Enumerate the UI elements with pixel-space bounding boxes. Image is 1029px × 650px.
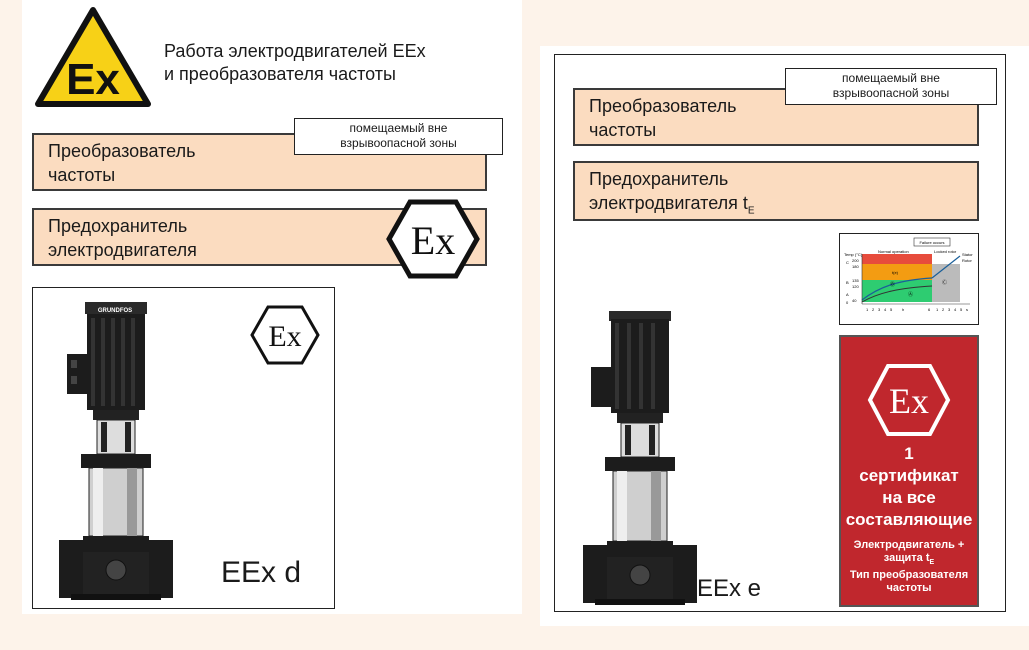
converter-right-line1: Преобразователь (589, 96, 737, 116)
pump-brand: GRUNDFOS (98, 308, 132, 314)
graph-ylabel: Temp (°C) (844, 252, 863, 257)
fuse-box-right: Предохранитель электродвигателя tE (573, 161, 979, 221)
svg-text:s: s (966, 307, 968, 312)
ex-warning-icon: Ex (34, 6, 152, 110)
svg-text:Ⓑ: Ⓑ (890, 281, 895, 288)
pump-image: GRUNDFOS (57, 298, 177, 602)
graph-normal-label: Normal operation (878, 249, 909, 254)
left-panel: Ex Работа электродвигателей EEx и преобр… (22, 0, 522, 614)
graph-failure-label: Failure occurs (919, 240, 944, 245)
outside-zone-tag-right: помещаемый вне взрывоопасной зоны (785, 68, 997, 105)
tag-line1: помещаемый вне (349, 121, 448, 135)
svg-text:3: 3 (948, 307, 951, 312)
svg-text:4: 4 (884, 307, 887, 312)
fuse-right-line1: Предохранитель (589, 169, 729, 189)
svg-text:t(e): t(e) (892, 270, 899, 275)
temperature-graph: Temp (°C) Failure occurs Normal operatio… (839, 233, 979, 325)
ex-hexagon-label: Ex (411, 218, 455, 263)
svg-text:4: 4 (954, 307, 957, 312)
cert-small1: Электродвигатель + (853, 539, 965, 551)
cert-line1: 1 (904, 444, 914, 463)
svg-text:5: 5 (890, 307, 893, 312)
outside-zone-tag: помещаемый вне взрывоопасной зоны (294, 118, 503, 155)
ex-hexagon-small-icon: Ex (249, 304, 321, 366)
cert-small2: защита tE (883, 552, 935, 567)
svg-text:1: 1 (866, 307, 869, 312)
svg-text:135: 135 (852, 278, 859, 283)
svg-text:6: 6 (928, 307, 931, 312)
pump-type-label-right: EEx e (697, 575, 762, 602)
svg-text:120: 120 (852, 284, 859, 289)
svg-text:Ⓒ: Ⓒ (942, 279, 947, 286)
svg-text:200: 200 (852, 258, 859, 263)
graph-locked-label: Locked rotor (934, 249, 957, 254)
graph-x-ticks: 1 2 3 4 5 h 6 1 2 3 4 5 s (866, 307, 968, 312)
cert-small3: Тип преобразователя (849, 569, 969, 582)
svg-text:180: 180 (852, 264, 859, 269)
converter-label-line2: частоты (48, 165, 116, 185)
svg-text:1: 1 (936, 307, 939, 312)
svg-text:40: 40 (852, 298, 857, 303)
cert-ex-label: Ex (889, 381, 929, 421)
certificate-box: Ex 1 сертификат на все составляющие Элек… (839, 335, 979, 607)
title-line1: Работа электродвигателей EEx (164, 41, 426, 61)
graph-stator-label: Stator (962, 252, 973, 257)
ex-warning-label: Ex (66, 55, 120, 104)
svg-text:Ⓐ: Ⓐ (908, 291, 913, 298)
right-frame: Преобразователь частоты помещаемый вне в… (554, 54, 1006, 612)
svg-text:2: 2 (942, 307, 945, 312)
graph-rotor-label: Rotor (962, 258, 972, 263)
cert-small4: частоты (886, 582, 932, 595)
fuse-right-line2: электродвигателя tE (589, 193, 755, 217)
cert-line2: сертификат (859, 466, 959, 485)
pump-frame: GRUNDFOS (32, 287, 335, 609)
right-panel: Преобразователь частоты помещаемый вне в… (540, 46, 1029, 626)
cert-line3: на все (882, 488, 936, 507)
svg-text:3: 3 (878, 307, 881, 312)
fuse-label-line2: электродвигателя (48, 240, 197, 260)
svg-text:5: 5 (960, 307, 963, 312)
svg-text:0: 0 (846, 300, 849, 305)
converter-label-line1: Преобразователь (48, 141, 196, 161)
svg-text:A: A (846, 292, 849, 297)
cert-ex-icon: Ex (867, 363, 951, 437)
page-title: Работа электродвигателей EEx и преобразо… (164, 40, 426, 86)
tag-line2: взрывоопасной зоны (340, 136, 457, 150)
pump-type-label: EEx d (221, 556, 302, 589)
cert-line4: составляющие (845, 510, 973, 529)
svg-text:B: B (846, 280, 849, 285)
pump-image-right (581, 307, 701, 607)
fuse-label-line1: Предохранитель (48, 216, 188, 236)
ex-hexagon-small-label: Ex (268, 320, 301, 353)
title-line2: и преобразователя частоты (164, 64, 396, 84)
svg-text:C: C (846, 260, 849, 265)
tag-right-line2: взрывоопасной зоны (832, 86, 950, 100)
svg-text:h: h (902, 307, 904, 312)
tag-right-line1: помещаемый вне (842, 71, 940, 85)
ex-hexagon-icon: Ex (386, 198, 480, 280)
svg-text:2: 2 (872, 307, 875, 312)
converter-right-line2: частоты (589, 120, 657, 140)
